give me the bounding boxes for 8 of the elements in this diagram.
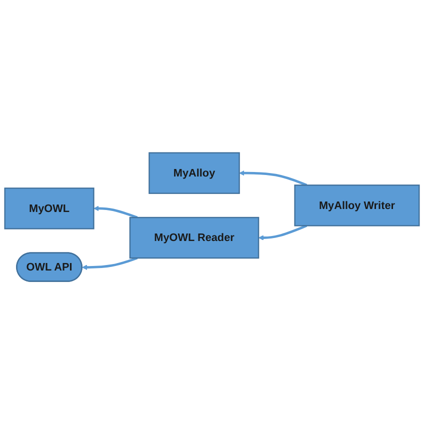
node-box: MyAlloy <box>148 152 240 194</box>
arrow <box>82 256 138 270</box>
arrow <box>258 224 308 240</box>
node-box: MyOWL Reader <box>129 216 260 259</box>
arrow <box>93 206 138 219</box>
node-box: MyAlloy Writer <box>294 184 420 226</box>
node-box: MyOWL <box>4 188 94 230</box>
arrow <box>239 170 308 186</box>
